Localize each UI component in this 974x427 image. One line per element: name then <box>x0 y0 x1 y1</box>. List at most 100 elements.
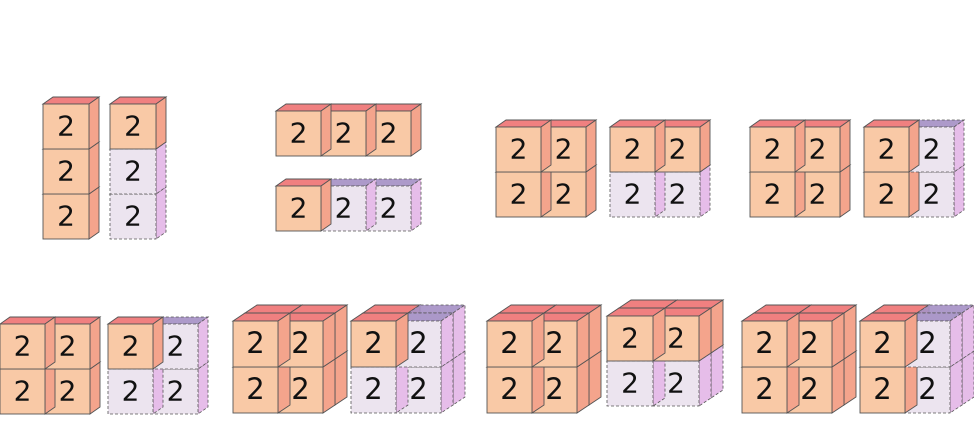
cube-front-face <box>486 320 533 368</box>
cube-side-face <box>698 352 712 407</box>
cube: 2 <box>858 312 919 368</box>
cube-value-label: 2 <box>809 178 827 211</box>
cube: 2 <box>608 164 667 218</box>
cube-side-face <box>531 312 545 368</box>
cube-side-face <box>843 304 857 360</box>
cube-value-label: 2 <box>124 155 142 188</box>
cube-value-label: 2 <box>290 117 308 150</box>
cube-side-face <box>654 164 666 218</box>
cube: 2 <box>608 119 667 173</box>
cube-side-face <box>88 141 100 195</box>
cube-value-label: 2 <box>918 372 936 406</box>
cube-side-face <box>588 304 602 360</box>
cube-side-face <box>652 307 666 362</box>
cube-side-face <box>699 164 711 218</box>
row-stack: 222 <box>274 178 423 232</box>
cube-front-face <box>0 368 46 415</box>
cube-value-label: 2 <box>764 133 782 166</box>
cube-value-label: 2 <box>621 367 639 400</box>
cube-side-face <box>794 119 806 173</box>
cube: 2 <box>41 96 101 150</box>
cube-front-face <box>275 185 322 232</box>
cube: 2 <box>785 358 846 414</box>
cube-value-label: 2 <box>809 133 827 166</box>
cube-value-label: 2 <box>667 322 685 355</box>
cube-side-face <box>155 96 167 150</box>
cube-value-label: 2 <box>59 330 77 363</box>
cube-value-label: 2 <box>380 192 398 225</box>
cube-side-face <box>576 358 590 414</box>
cube-side-face <box>540 164 552 218</box>
cube: 2 <box>41 186 101 240</box>
cube-side-face <box>365 103 377 157</box>
cube-side-face <box>839 164 851 218</box>
cube-side-face <box>953 164 965 218</box>
cube: 2 <box>108 186 168 240</box>
cube: 2 <box>274 178 333 232</box>
cube: 2 <box>0 316 57 370</box>
cube-value-label: 2 <box>555 178 573 211</box>
cube-value-label: 2 <box>335 117 353 150</box>
cube: 2 <box>903 312 964 368</box>
cube-front-face <box>109 148 157 195</box>
cube-value-label: 2 <box>667 367 685 400</box>
cube-front-face <box>232 320 279 368</box>
cube-side-face <box>322 312 336 368</box>
cube-side-face <box>839 119 851 173</box>
cube-side-face <box>961 304 974 360</box>
cube-side-face <box>710 344 724 399</box>
cube-value-label: 2 <box>122 330 140 363</box>
cube-side-face <box>576 312 590 368</box>
cube-value-label: 2 <box>167 330 185 363</box>
cube-value-label: 2 <box>764 178 782 211</box>
cube-front-face <box>350 366 397 414</box>
cube-side-face <box>843 350 857 406</box>
cube-side-face <box>540 119 552 173</box>
cube-value-label: 2 <box>364 372 382 406</box>
cube-value-label: 2 <box>14 330 32 363</box>
cube-value-label: 2 <box>335 192 353 225</box>
cube: 2 <box>106 316 165 370</box>
cube-front-face <box>42 103 90 150</box>
cube-front-face <box>609 126 656 173</box>
cube-side-face <box>699 119 711 173</box>
cube-value-label: 2 <box>755 326 773 360</box>
cube-value-label: 2 <box>167 375 185 408</box>
cube-value-label: 2 <box>873 326 891 360</box>
cube-top-face <box>903 312 964 322</box>
cube-side-face <box>585 119 597 173</box>
cube-side-face <box>585 164 597 218</box>
cube-value-label: 2 <box>500 372 518 406</box>
cube-top-face <box>915 304 974 314</box>
cube-side-face <box>320 178 332 232</box>
cube: 2 <box>748 164 807 218</box>
cube-value-label: 2 <box>291 326 309 360</box>
cube-side-face <box>949 358 963 414</box>
cube-front-face <box>275 110 322 157</box>
cube: 2 <box>494 119 553 173</box>
cube: 2 <box>485 312 546 368</box>
cube-side-face <box>334 304 348 360</box>
cube-side-face <box>395 312 409 368</box>
cube-front-face <box>495 171 542 218</box>
cube-value-label: 2 <box>923 133 941 166</box>
cube-top-face <box>406 304 467 314</box>
cube-side-face <box>831 358 845 414</box>
cube-top-face <box>394 312 455 322</box>
cube-value-label: 2 <box>57 110 75 143</box>
cube-front-face <box>741 366 788 414</box>
cube: 2 <box>862 164 921 218</box>
cube-side-face <box>904 312 918 368</box>
cube-value-label: 2 <box>923 178 941 211</box>
cube-front-face <box>749 171 796 218</box>
cube-value-label: 2 <box>380 117 398 150</box>
cube-side-face <box>410 103 422 157</box>
